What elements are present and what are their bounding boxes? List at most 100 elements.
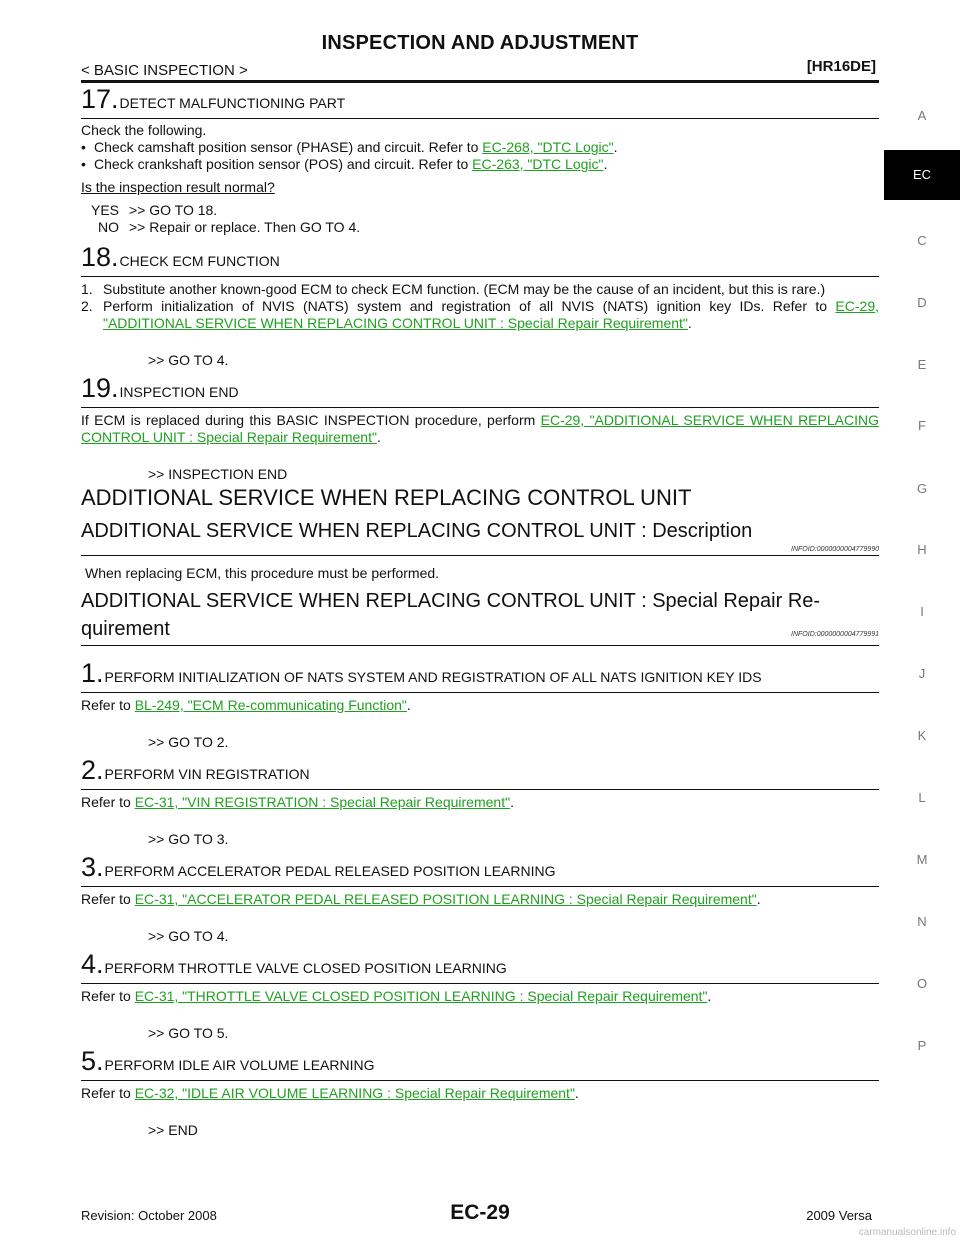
ref-link[interactable]: EC-268, "DTC Logic" xyxy=(482,139,614,155)
ref-link[interactable]: EC-31, "ACCELERATOR PEDAL RELEASED POSIT… xyxy=(134,891,757,907)
subsection-heading: ADDITIONAL SERVICE WHEN REPLACING CONTRO… xyxy=(81,590,821,612)
step-title: CHECK ECM FUNCTION xyxy=(119,253,280,269)
inspection-question: Is the inspection result normal? xyxy=(81,179,275,195)
refer-text: Refer to xyxy=(81,1085,131,1101)
step-title: PERFORM INITIALIZATION OF NATS SYSTEM AN… xyxy=(104,669,762,685)
list-text: Substitute another known-good ECM to che… xyxy=(103,281,826,297)
step-heading: 5. PERFORM IDLE AIR VOLUME LEARNING xyxy=(81,1046,879,1081)
step-title: PERFORM ACCELERATOR PEDAL RELEASED POSIT… xyxy=(104,863,556,879)
procedure-steps: 1. PERFORM INITIALIZATION OF NATS SYSTEM… xyxy=(81,658,879,1139)
side-index-n[interactable]: N xyxy=(917,914,927,929)
description-text: When replacing ECM, this procedure must … xyxy=(85,565,440,581)
ref-link[interactable]: BL-249, "ECM Re-communicating Function" xyxy=(134,697,407,713)
paragraph: Refer to EC-31, "VIN REGISTRATION : Spec… xyxy=(81,794,514,810)
ref-link[interactable]: EC-31, "VIN REGISTRATION : Special Repai… xyxy=(134,794,511,810)
paragraph-text: If ECM is replaced during this BASIC INS… xyxy=(81,412,536,428)
step-title: PERFORM VIN REGISTRATION xyxy=(104,766,310,782)
page-number: EC-29 xyxy=(450,1201,510,1224)
goto-text: >> GO TO 5. xyxy=(148,1025,229,1041)
goto-text: >> INSPECTION END xyxy=(148,466,288,482)
goto-text: >> GO TO 2. xyxy=(148,734,229,750)
list-item: 2. Perform initialization of NVIS (NATS)… xyxy=(81,298,879,331)
side-index-e[interactable]: E xyxy=(917,357,927,372)
section-label: < BASIC INSPECTION > xyxy=(81,62,248,79)
paragraph: Refer to EC-31, "THROTTLE VALVE CLOSED P… xyxy=(81,988,712,1004)
step-heading: 4. PERFORM THROTTLE VALVE CLOSED POSITIO… xyxy=(81,949,879,984)
step-heading: 19. INSPECTION END xyxy=(81,373,879,408)
side-index-j[interactable]: J xyxy=(918,666,926,681)
check-intro: Check the following. xyxy=(81,122,207,138)
goto-text: >> GO TO 4. xyxy=(148,928,229,944)
step-title: DETECT MALFUNCTIONING PART xyxy=(119,95,346,111)
refer-text: Refer to xyxy=(81,988,131,1004)
list-item: 1. Substitute another known-good ECM to … xyxy=(81,281,879,298)
step-number: 2. xyxy=(81,755,104,785)
engine-code: [HR16DE] xyxy=(806,58,876,75)
step-title: PERFORM THROTTLE VALVE CLOSED POSITION L… xyxy=(104,960,507,976)
step-heading: 18. CHECK ECM FUNCTION xyxy=(81,242,879,277)
ref-link[interactable]: EC-29, "ADDITIONAL SERVICE WHEN REPLACIN… xyxy=(103,298,879,331)
step-number: 17. xyxy=(81,84,119,114)
side-index-f[interactable]: F xyxy=(918,418,926,433)
ref-link[interactable]: EC-32, "IDLE AIR VOLUME LEARNING : Speci… xyxy=(134,1085,575,1101)
side-index-l[interactable]: L xyxy=(918,790,926,805)
step-heading: 17. DETECT MALFUNCTIONING PART xyxy=(81,84,879,119)
procedure-step: 5. PERFORM IDLE AIR VOLUME LEARNING Refe… xyxy=(81,1046,879,1139)
paragraph: Refer to EC-31, "ACCELERATOR PEDAL RELEA… xyxy=(81,891,761,907)
model-year: 2009 Versa xyxy=(806,1208,872,1223)
procedure-step: 4. PERFORM THROTTLE VALVE CLOSED POSITIO… xyxy=(81,949,879,1042)
bullet-item: • Check camshaft position sensor (PHASE)… xyxy=(81,139,618,155)
refer-text: Refer to xyxy=(81,697,131,713)
side-index-m[interactable]: M xyxy=(916,852,928,867)
step-number: 19. xyxy=(81,373,119,403)
section-heading: ADDITIONAL SERVICE WHEN REPLACING CONTRO… xyxy=(81,485,692,510)
ref-link[interactable]: EC-263, "DTC Logic" xyxy=(472,156,604,172)
paragraph: If ECM is replaced during this BASIC INS… xyxy=(81,412,879,445)
side-index-i[interactable]: I xyxy=(920,604,924,619)
revision-date: Revision: October 2008 xyxy=(81,1208,217,1223)
no-key: NO xyxy=(98,219,119,235)
ref-link[interactable]: EC-31, "THROTTLE VALVE CLOSED POSITION L… xyxy=(134,988,708,1004)
side-index-p[interactable]: P xyxy=(917,1038,927,1053)
yes-row: YES >> GO TO 18. xyxy=(81,202,879,219)
step-title: INSPECTION END xyxy=(119,384,239,400)
step-heading: 1. PERFORM INITIALIZATION OF NATS SYSTEM… xyxy=(81,658,879,693)
step-number: 18. xyxy=(81,242,119,272)
list-number: 2. xyxy=(81,298,93,314)
side-index-a[interactable]: A xyxy=(917,108,927,123)
watermark: carmanualsonline.info xyxy=(858,1227,956,1238)
header-rule xyxy=(81,80,879,83)
step-heading: 2. PERFORM VIN REGISTRATION xyxy=(81,755,879,790)
list-number: 1. xyxy=(81,281,93,297)
side-index-k[interactable]: K xyxy=(917,728,927,743)
side-index-c[interactable]: C xyxy=(917,233,927,248)
goto-text: >> END xyxy=(148,1122,198,1138)
page-title: INSPECTION AND ADJUSTMENT xyxy=(321,32,639,54)
paragraph: Refer to EC-32, "IDLE AIR VOLUME LEARNIN… xyxy=(81,1085,579,1101)
side-index-h[interactable]: H xyxy=(917,542,927,557)
subsection-heading: ADDITIONAL SERVICE WHEN REPLACING CONTRO… xyxy=(81,520,753,542)
step-title: PERFORM IDLE AIR VOLUME LEARNING xyxy=(104,1057,375,1073)
goto-text: >> GO TO 4. xyxy=(148,352,229,368)
side-index-o[interactable]: O xyxy=(916,976,928,991)
yes-value: >> GO TO 18. xyxy=(129,202,218,218)
refer-text: Refer to xyxy=(81,794,131,810)
side-index-ec-active[interactable]: EC xyxy=(884,150,960,200)
procedure-step: 3. PERFORM ACCELERATOR PEDAL RELEASED PO… xyxy=(81,852,879,945)
goto-text: >> GO TO 3. xyxy=(148,831,229,847)
procedure-step: 1. PERFORM INITIALIZATION OF NATS SYSTEM… xyxy=(81,658,879,751)
no-value: >> Repair or replace. Then GO TO 4. xyxy=(129,219,361,235)
step-number: 4. xyxy=(81,949,104,979)
procedure-step: 2. PERFORM VIN REGISTRATION Refer to EC-… xyxy=(81,755,879,848)
ref-link[interactable]: EC-29, "ADDITIONAL SERVICE WHEN REPLACIN… xyxy=(81,412,879,445)
yes-key: YES xyxy=(90,202,119,218)
step-number: 1. xyxy=(81,658,104,688)
step-number: 5. xyxy=(81,1046,104,1076)
side-index-d[interactable]: D xyxy=(917,295,927,310)
side-index-g[interactable]: G xyxy=(916,481,928,496)
bullet-text: Check crankshaft position sensor (POS) a… xyxy=(94,156,469,172)
paragraph: Refer to BL-249, "ECM Re-communicating F… xyxy=(81,697,411,713)
content: 17. DETECT MALFUNCTIONING PART Check the… xyxy=(81,84,879,1139)
bullet-item: • Check crankshaft position sensor (POS)… xyxy=(81,156,608,172)
